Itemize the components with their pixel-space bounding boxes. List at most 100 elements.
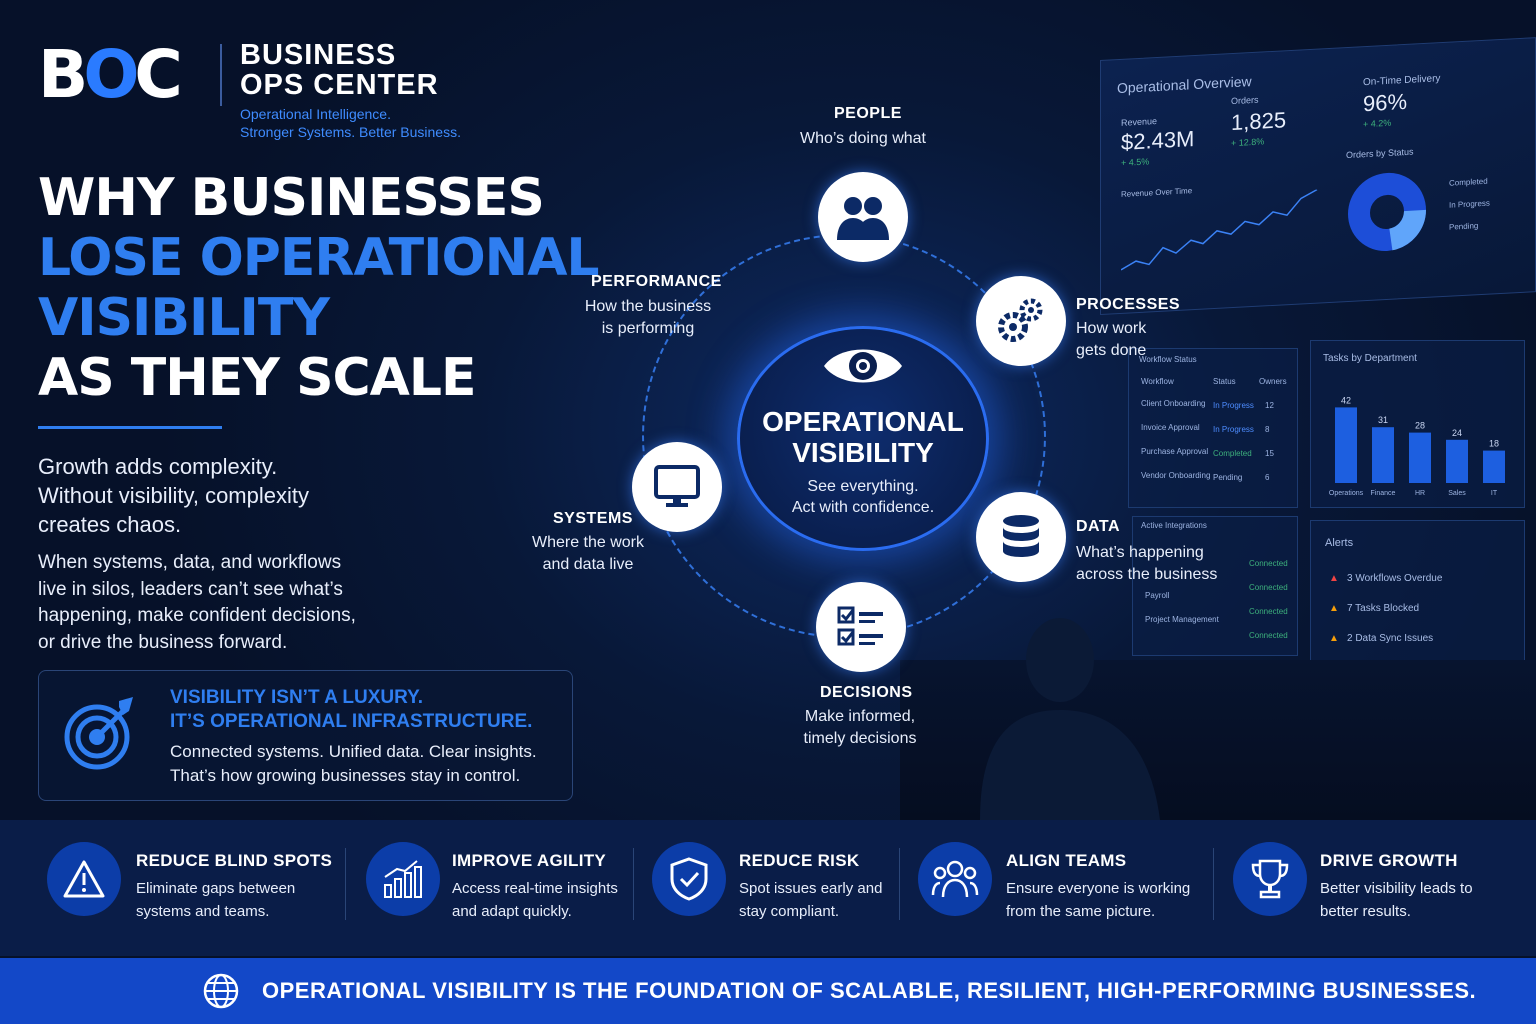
headline-line-4: AS THEY SCALE bbox=[38, 348, 477, 408]
ontime-delta: + 4.2% bbox=[1363, 117, 1392, 130]
revenue-line-chart bbox=[1121, 189, 1318, 271]
label-decisions-title: DECISIONS bbox=[820, 684, 913, 701]
task-bar-value: 24 bbox=[1452, 428, 1462, 438]
workflow-cell: 15 bbox=[1265, 449, 1274, 458]
integration-name: Payroll bbox=[1145, 591, 1170, 600]
core-title-1: OPERATIONAL bbox=[762, 406, 964, 437]
checklist-icon bbox=[837, 606, 883, 646]
logo-letter-o: O bbox=[83, 36, 139, 113]
workflow-cell: Completed bbox=[1213, 449, 1252, 458]
node-systems bbox=[632, 442, 722, 532]
workflow-cell: 12 bbox=[1265, 401, 1274, 410]
person-silhouette bbox=[980, 618, 1160, 820]
eye-icon bbox=[824, 349, 902, 383]
target-icon bbox=[64, 697, 133, 770]
orders-by-status-label: Orders by Status bbox=[1346, 146, 1414, 161]
benefit-separator bbox=[345, 848, 346, 920]
obs-item: In Progress bbox=[1449, 198, 1490, 210]
obs-item: Completed bbox=[1449, 176, 1488, 188]
core-title-2: VISIBILITY bbox=[792, 437, 934, 468]
benefit-title: IMPROVE AGILITY bbox=[452, 851, 607, 870]
headline-line-2: LOSE OPERATIONAL bbox=[38, 228, 600, 288]
workflow-cell: In Progress bbox=[1213, 425, 1254, 434]
database-icon bbox=[1003, 515, 1039, 557]
active-integrations-panel: Active Integrations Connected Connected … bbox=[1132, 516, 1298, 656]
headline-line-1: WHY BUSINESSES bbox=[38, 168, 545, 228]
globe-icon bbox=[203, 973, 239, 1009]
workflow-status-panel: Workflow Status Workflow Status Owners C… bbox=[1128, 348, 1298, 508]
task-bar bbox=[1446, 439, 1468, 483]
monitor-icon bbox=[654, 465, 700, 507]
footer-text: OPERATIONAL VISIBILITY IS THE FOUNDATION… bbox=[262, 978, 1477, 1003]
revenue-value: $2.43M bbox=[1121, 126, 1195, 155]
workflow-col: Status bbox=[1213, 377, 1236, 386]
alert-item: 2 Data Sync Issues bbox=[1347, 633, 1434, 644]
footer-banner bbox=[0, 958, 1536, 1024]
dashboard-title: Operational Overview bbox=[1117, 73, 1252, 97]
benefit-title: ALIGN TEAMS bbox=[1006, 851, 1127, 870]
orders-delta: + 12.8% bbox=[1231, 136, 1265, 149]
label-people-title: PEOPLE bbox=[834, 105, 902, 122]
workflow-col: Workflow bbox=[1141, 377, 1174, 386]
workflow-cell: In Progress bbox=[1213, 401, 1254, 410]
ontime-label: On-Time Delivery bbox=[1363, 73, 1441, 89]
revenue-delta: + 4.5% bbox=[1121, 156, 1150, 168]
task-bar bbox=[1409, 432, 1431, 483]
benefit-separator bbox=[1213, 848, 1214, 920]
benefit-icon-circle bbox=[1233, 842, 1307, 916]
alert-icon: ▲ bbox=[1329, 573, 1339, 584]
ontime-value: 96% bbox=[1363, 88, 1408, 117]
logo-divider bbox=[220, 44, 222, 106]
label-data-title: DATA bbox=[1076, 518, 1121, 535]
headline-rule bbox=[38, 426, 222, 429]
benefit-title: DRIVE GROWTH bbox=[1320, 851, 1458, 870]
callout-text-1: Connected systems. Unified data. Clear i… bbox=[170, 742, 537, 761]
intro-lead: Growth adds complexity.Without visibilit… bbox=[38, 454, 309, 537]
label-processes-title: PROCESSES bbox=[1076, 296, 1181, 313]
task-bar-label: Finance bbox=[1371, 490, 1396, 497]
core-sub-1: See everything. bbox=[807, 478, 919, 495]
revenue-label: Revenue bbox=[1121, 116, 1158, 128]
growth-chart-icon bbox=[384, 860, 422, 898]
brand-tagline: Operational Intelligence.Stronger System… bbox=[240, 106, 461, 140]
alert-item: 3 Workflows Overdue bbox=[1347, 573, 1443, 584]
task-bar-value: 18 bbox=[1489, 439, 1499, 449]
logo-mark: BOC bbox=[38, 36, 183, 113]
node-processes bbox=[976, 276, 1066, 366]
alert-icon: ▲ bbox=[1329, 603, 1339, 614]
benefit-icon-circle bbox=[652, 842, 726, 916]
workflow-title: Workflow Status bbox=[1139, 355, 1197, 364]
integrations-title: Active Integrations bbox=[1141, 521, 1207, 530]
label-systems-title: SYSTEMS bbox=[553, 510, 633, 527]
tasks-title: Tasks by Department bbox=[1323, 353, 1417, 364]
benefit-icon-circle bbox=[47, 842, 121, 916]
alert-icon: ▲ bbox=[1329, 633, 1339, 644]
task-bar bbox=[1483, 450, 1505, 483]
integration-status: Connected bbox=[1249, 607, 1288, 616]
orders-label: Orders bbox=[1231, 94, 1259, 107]
task-bar-label: Operations bbox=[1329, 490, 1364, 497]
integration-status: Connected bbox=[1249, 583, 1288, 592]
node-people bbox=[818, 172, 908, 262]
alerts-title: Alerts bbox=[1325, 537, 1354, 549]
task-bar-label: IT bbox=[1491, 490, 1498, 497]
task-bar-value: 42 bbox=[1341, 395, 1351, 405]
obs-item: Pending bbox=[1449, 221, 1479, 232]
workflow-cell: 6 bbox=[1265, 473, 1270, 482]
benefit-icon-circle bbox=[366, 842, 440, 916]
integration-status: Connected bbox=[1249, 559, 1288, 568]
shield-check-icon bbox=[670, 857, 708, 901]
workflow-col: Owners bbox=[1259, 377, 1287, 386]
gears-icon bbox=[998, 298, 1043, 342]
task-bar bbox=[1335, 407, 1357, 483]
